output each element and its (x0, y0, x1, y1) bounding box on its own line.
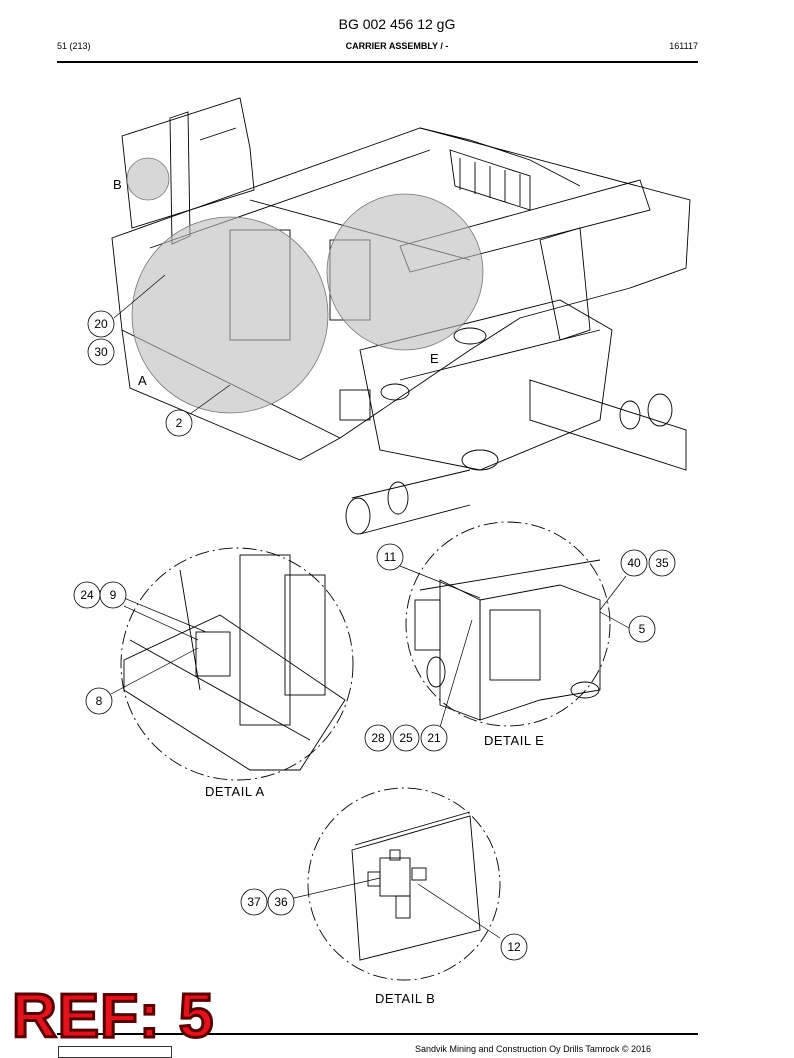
balloon-37: 37 (240, 888, 268, 916)
balloon-12: 12 (500, 933, 528, 961)
section-title: CARRIER ASSEMBLY / - (345, 41, 449, 51)
detail-e-zone (326, 193, 484, 351)
main-view-linework (111, 97, 691, 535)
balloon-12-label: 12 (507, 940, 521, 954)
balloon-11-label: 11 (384, 550, 397, 564)
date-code: 161117 (669, 41, 698, 51)
balloon-30: 30 (87, 338, 115, 366)
detail-e-boundary (405, 521, 611, 727)
header-rule (57, 61, 698, 63)
footer-copyright: Sandvik Mining and Construction Oy Drill… (415, 1044, 652, 1054)
balloon-28: 28 (364, 724, 392, 752)
balloon-36-label: 36 (274, 895, 288, 909)
balloon-40: 40 (620, 549, 648, 577)
detail-a-zone (131, 216, 329, 414)
balloon-28-label: 28 (371, 731, 385, 745)
detail-e-caption: DETAIL E (484, 733, 545, 748)
ref-stamp: REF: 5 (10, 982, 215, 1051)
balloon-36: 36 (267, 888, 295, 916)
footer-rule (57, 1033, 698, 1035)
page-number: 51 (213) (57, 41, 91, 51)
document-number: BG 002 456 12 gG (338, 16, 456, 32)
balloon-40-label: 40 (627, 556, 641, 570)
balloon-35-label: 35 (655, 556, 669, 570)
detail-a-linework (123, 554, 346, 771)
detail-a-boundary (120, 547, 354, 781)
balloon-20-label: 20 (94, 317, 108, 331)
balloon-2: 2 (165, 409, 193, 437)
balloon-24: 24 (73, 581, 101, 609)
detail-a-caption: DETAIL A (205, 784, 265, 799)
balloon-5-label: 5 (639, 622, 646, 636)
zone-letter-e: E (430, 351, 439, 366)
balloon-5: 5 (628, 615, 656, 643)
balloon-25-label: 25 (399, 731, 413, 745)
balloon-21-label: 21 (427, 731, 441, 745)
balloon-24-label: 24 (80, 588, 94, 602)
balloon-9: 9 (99, 581, 127, 609)
balloon-9-label: 9 (110, 588, 117, 602)
balloon-37-label: 37 (247, 895, 261, 909)
balloon-20: 20 (87, 310, 115, 338)
balloon-35: 35 (648, 549, 676, 577)
balloon-21: 21 (420, 724, 448, 752)
balloon-11: 11 (376, 543, 404, 571)
balloon-2-label: 2 (176, 416, 183, 430)
balloon-30-label: 30 (94, 345, 108, 359)
balloon-8: 8 (85, 687, 113, 715)
detail-b-caption: DETAIL B (375, 991, 436, 1006)
zone-letter-b: B (113, 177, 122, 192)
detail-b-zone (126, 157, 170, 201)
zone-letter-a: A (138, 373, 147, 388)
balloon-8-label: 8 (96, 694, 103, 708)
detail-b-boundary (307, 787, 501, 981)
detail-b-linework (351, 811, 481, 961)
detail-e-linework (414, 559, 601, 721)
balloon-25: 25 (392, 724, 420, 752)
